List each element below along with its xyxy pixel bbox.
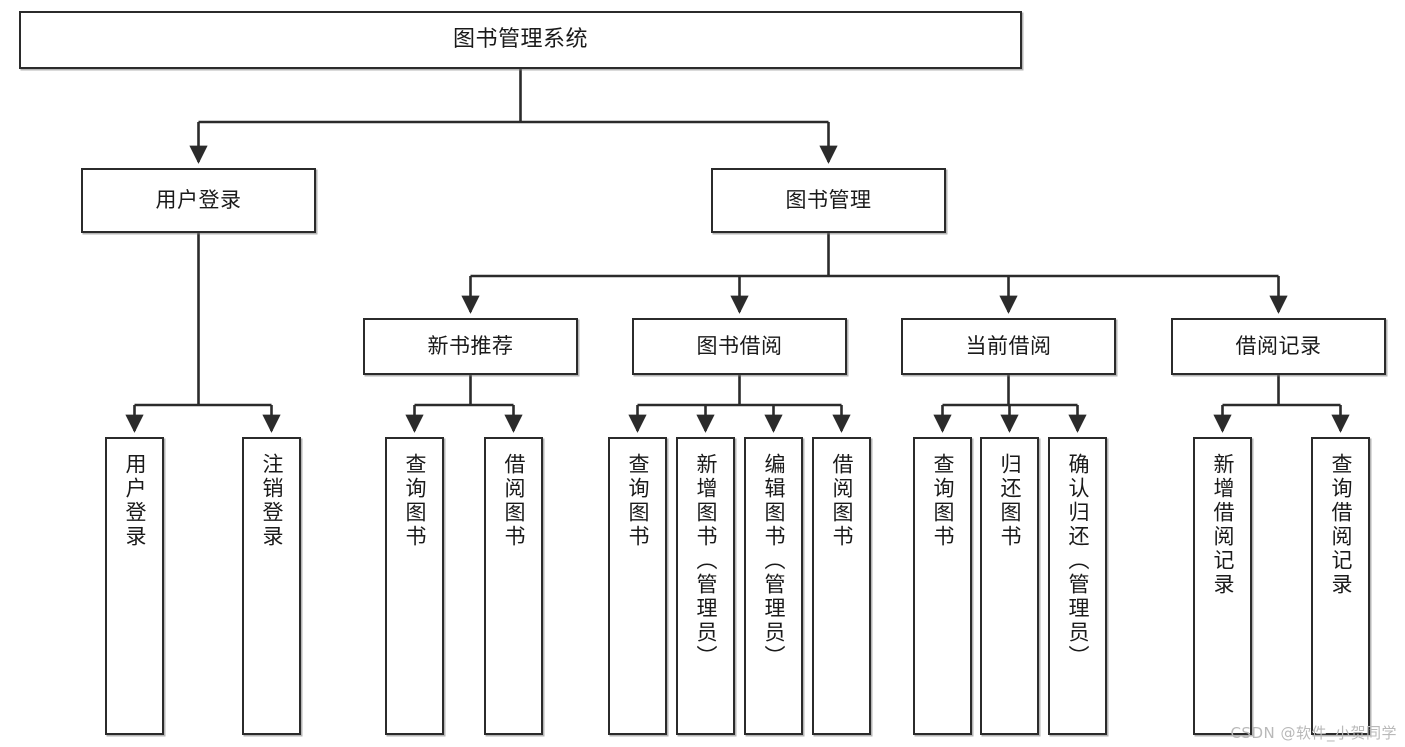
node-label: 查询图书	[403, 453, 427, 549]
leaf-node-query-book-3[interactable]: 查询图书	[913, 437, 972, 735]
node-label: 借阅记录	[1235, 333, 1322, 358]
leaf-node-query-record[interactable]: 查询借阅记录	[1311, 437, 1370, 735]
node-book-manage[interactable]: 图书管理	[711, 168, 946, 233]
node-label: 查询图书	[626, 453, 650, 549]
node-label: 借阅图书	[830, 453, 854, 549]
leaf-node-edit-book[interactable]: 编辑图书（管理员）	[744, 437, 803, 735]
node-label: 编辑图书（管理员）	[762, 453, 786, 669]
node-label: 确认归还（管理员）	[1066, 453, 1090, 669]
leaf-node-confirm-return[interactable]: 确认归还（管理员）	[1048, 437, 1107, 735]
leaf-node-user-logout[interactable]: 注销登录	[242, 437, 301, 735]
leaf-node-add-book[interactable]: 新增图书（管理员）	[676, 437, 735, 735]
node-user-login[interactable]: 用户登录	[81, 168, 316, 233]
node-label: 归还图书	[998, 453, 1022, 549]
leaf-node-add-record[interactable]: 新增借阅记录	[1193, 437, 1252, 735]
node-label: 用户登录	[123, 453, 147, 549]
leaf-node-user-login[interactable]: 用户登录	[105, 437, 164, 735]
node-label: 图书借阅	[696, 333, 783, 358]
leaf-node-return-book[interactable]: 归还图书	[980, 437, 1039, 735]
node-current-borrow[interactable]: 当前借阅	[901, 318, 1116, 375]
node-label: 图书管理系统	[452, 26, 588, 52]
node-label: 注销登录	[260, 453, 284, 549]
leaf-node-borrow-book-1[interactable]: 借阅图书	[484, 437, 543, 735]
leaf-node-query-book-1[interactable]: 查询图书	[385, 437, 444, 735]
node-label: 当前借阅	[965, 333, 1052, 358]
node-label: 查询借阅记录	[1329, 453, 1353, 597]
node-new-book-rec[interactable]: 新书推荐	[363, 318, 578, 375]
node-label: 图书管理	[785, 187, 872, 212]
node-label: 借阅图书	[502, 453, 526, 549]
node-label: 用户登录	[155, 187, 242, 212]
watermark-text: CSDN @软件_小贺同学	[1230, 724, 1397, 742]
leaf-node-query-book-2[interactable]: 查询图书	[608, 437, 667, 735]
node-label: 查询图书	[931, 453, 955, 549]
node-label: 新增借阅记录	[1211, 453, 1235, 597]
node-label: 新增图书（管理员）	[694, 453, 718, 669]
node-book-borrow[interactable]: 图书借阅	[632, 318, 847, 375]
node-borrow-record[interactable]: 借阅记录	[1171, 318, 1386, 375]
node-label: 新书推荐	[427, 333, 514, 358]
node-root-system[interactable]: 图书管理系统	[19, 11, 1022, 69]
leaf-node-borrow-book-2[interactable]: 借阅图书	[812, 437, 871, 735]
